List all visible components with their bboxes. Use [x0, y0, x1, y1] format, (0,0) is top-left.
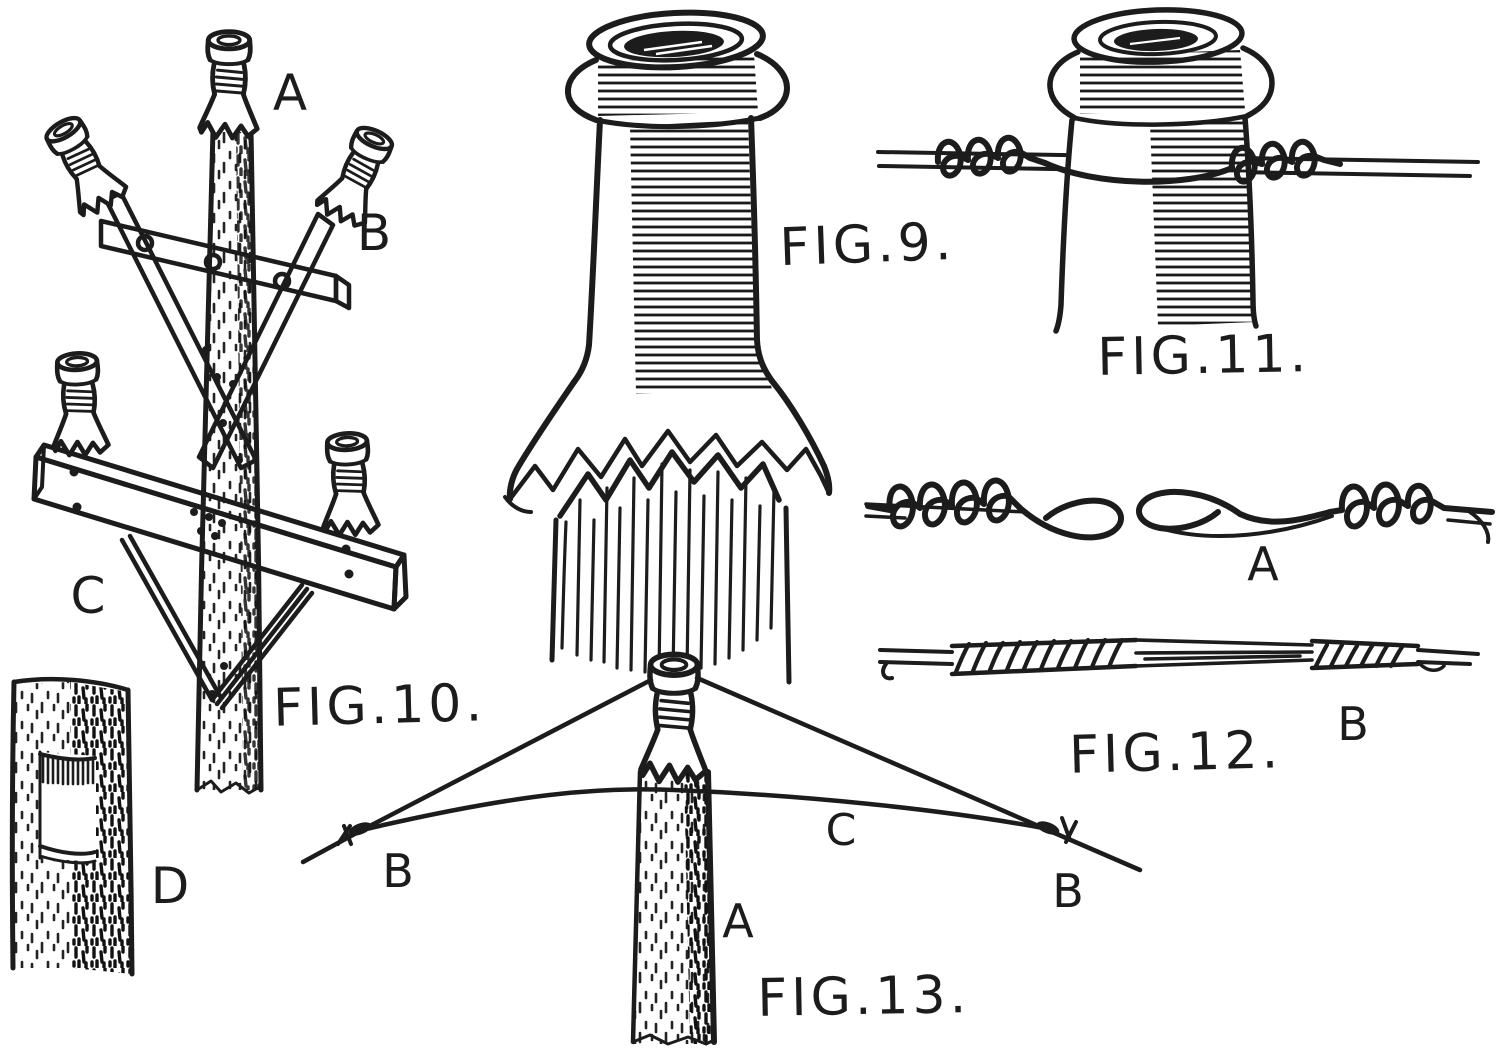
fig13-illustration: B B C A FIG.13. [300, 654, 1143, 1046]
fig12-caption: FIG.12. [1068, 720, 1282, 786]
fig10-caption: FIG.10. [272, 673, 486, 739]
fig13-wires [300, 675, 1143, 873]
fig10-insulator-arm-left [48, 352, 109, 457]
fig11-caption: FIG.11. [1097, 324, 1311, 388]
fig10-label-d: D [151, 857, 190, 915]
fig13-splice-left [336, 822, 372, 846]
fig13-splice-right [1036, 816, 1078, 844]
fig10-insulator-left-pin [36, 110, 131, 221]
fig13-label-b-left: B [382, 844, 414, 898]
fig10-crossarm-bolts [69, 467, 354, 579]
fig11-illustration: FIG.11. [876, 7, 1480, 388]
fig12-illustration: A B FIG.12. [864, 477, 1495, 786]
fig10-label-b: B [357, 204, 391, 262]
fig9-neck [571, 115, 775, 394]
fig9-caption: FIG.9. [779, 212, 957, 278]
fig9-illustration: FIG.9. [503, 9, 957, 685]
fig13-label-b-right: B [1052, 864, 1084, 918]
fig10-insulator-arm-right [318, 432, 379, 537]
fig10-insulator-top [199, 32, 258, 138]
fig13-insulator [640, 654, 706, 782]
fig13-pole [630, 769, 717, 1046]
fig9-rim [586, 9, 766, 71]
fig9-wood-pin [549, 449, 792, 685]
fig10-lower-brace [119, 533, 315, 711]
fig10-crossarm [31, 442, 409, 612]
fig11-tie-wire [934, 134, 1343, 185]
fig10-flat-bar [98, 218, 352, 311]
fig10-label-a: A [273, 64, 307, 122]
fig10-label-c: C [71, 567, 106, 625]
fig10-pole [194, 127, 264, 795]
fig13-caption: FIG.13. [757, 965, 971, 1029]
fig13-label-c: C [826, 805, 857, 856]
fig12-label-a: A [1247, 537, 1279, 591]
fig12-joint-a [864, 477, 1495, 544]
fig10-illustration: A B C D FIG.10. [9, 32, 487, 977]
fig10-gain-detail [9, 676, 135, 977]
fig9-broken-skirt [503, 378, 833, 514]
fig10-brace-bolts [202, 346, 243, 464]
fig11-rim [1071, 7, 1245, 65]
fig12-joint-b [878, 637, 1480, 681]
fig13-label-a: A [722, 894, 754, 948]
fig12-label-b: B [1337, 697, 1369, 751]
